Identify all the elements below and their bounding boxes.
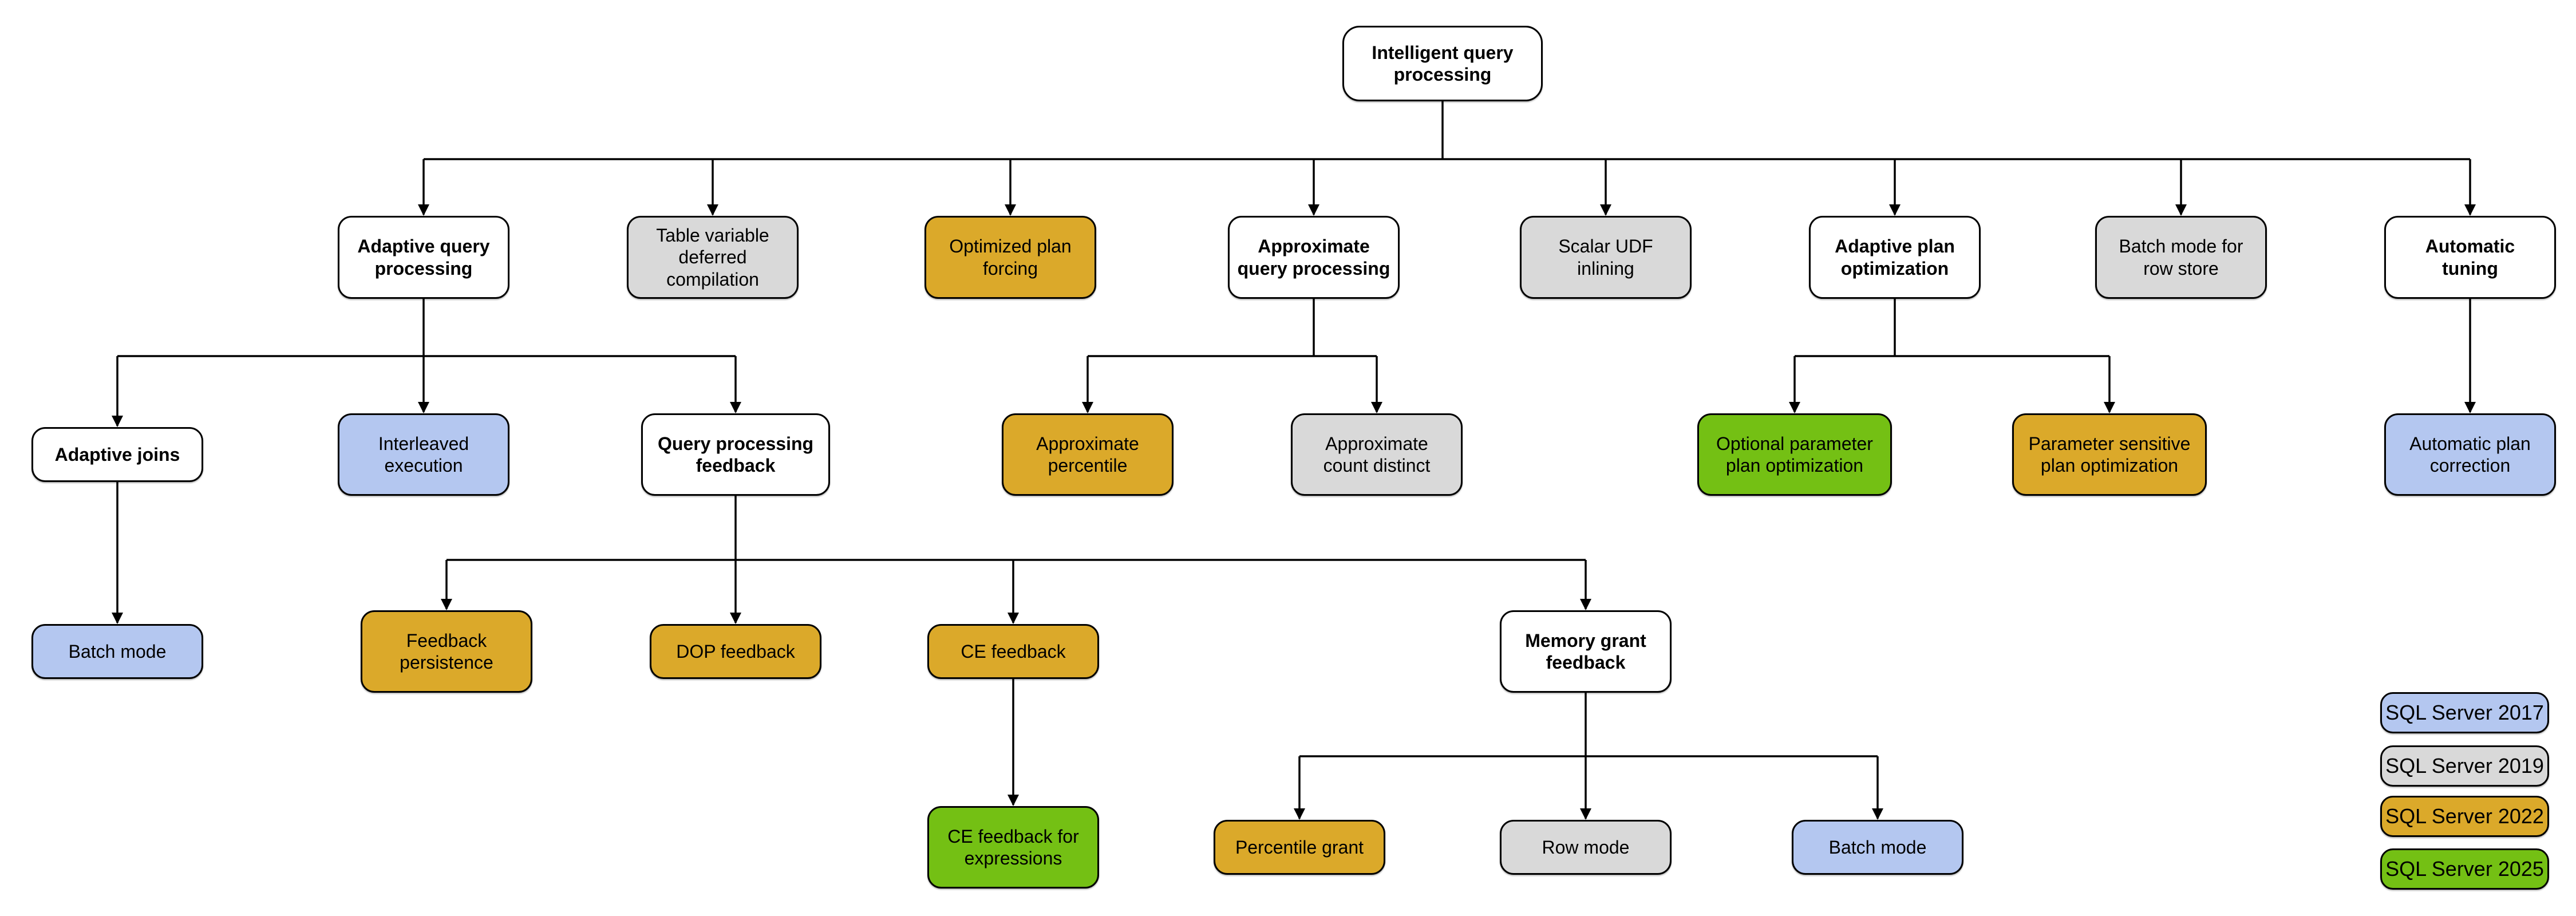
- node-batch-mode-for-row-store: Batch mode for row store: [2095, 216, 2267, 299]
- node-percentile-grant: Percentile grant: [1214, 820, 1385, 875]
- legend-item-sql-server-2022: SQL Server 2022: [2380, 796, 2549, 837]
- node-approximate-query-processing: Approximate query processing: [1228, 216, 1400, 299]
- node-approximate-count-distinct: Approximate count distinct: [1291, 413, 1463, 496]
- legend-item-sql-server-2019: SQL Server 2019: [2380, 745, 2549, 787]
- node-feedback-persistence: Feedback persistence: [361, 610, 532, 693]
- node-interleaved-execution: Interleaved execution: [338, 413, 509, 496]
- legend-item-sql-server-2017: SQL Server 2017: [2380, 692, 2549, 733]
- node-ce-feedback-for-expressions: CE feedback for expressions: [927, 806, 1099, 889]
- node-row-mode: Row mode: [1500, 820, 1672, 875]
- node-dop-feedback: DOP feedback: [650, 624, 821, 679]
- node-parameter-sensitive-plan-optimization: Parameter sensitive plan optimization: [2012, 413, 2207, 496]
- node-optional-parameter-plan-optimization: Optional parameter plan optimization: [1697, 413, 1892, 496]
- node-batch-mode-memory-grant: Batch mode: [1792, 820, 1963, 875]
- node-table-variable-deferred-compilation: Table variable deferred compilation: [627, 216, 799, 299]
- node-batch-mode-adaptive-joins: Batch mode: [31, 624, 203, 679]
- node-automatic-tuning: Automatic tuning: [2384, 216, 2556, 299]
- node-scalar-udf-inlining: Scalar UDF inlining: [1520, 216, 1692, 299]
- node-intelligent-query-processing: Intelligent query processing: [1342, 26, 1543, 101]
- node-approximate-percentile: Approximate percentile: [1002, 413, 1174, 496]
- node-automatic-plan-correction: Automatic plan correction: [2384, 413, 2556, 496]
- node-adaptive-query-processing: Adaptive query processing: [338, 216, 509, 299]
- node-adaptive-joins: Adaptive joins: [31, 427, 203, 482]
- node-adaptive-plan-optimization: Adaptive plan optimization: [1809, 216, 1981, 299]
- node-query-processing-feedback: Query processing feedback: [641, 413, 830, 496]
- node-ce-feedback: CE feedback: [927, 624, 1099, 679]
- node-optimized-plan-forcing: Optimized plan forcing: [924, 216, 1096, 299]
- node-memory-grant-feedback: Memory grant feedback: [1500, 610, 1672, 693]
- legend-item-sql-server-2025: SQL Server 2025: [2380, 848, 2549, 890]
